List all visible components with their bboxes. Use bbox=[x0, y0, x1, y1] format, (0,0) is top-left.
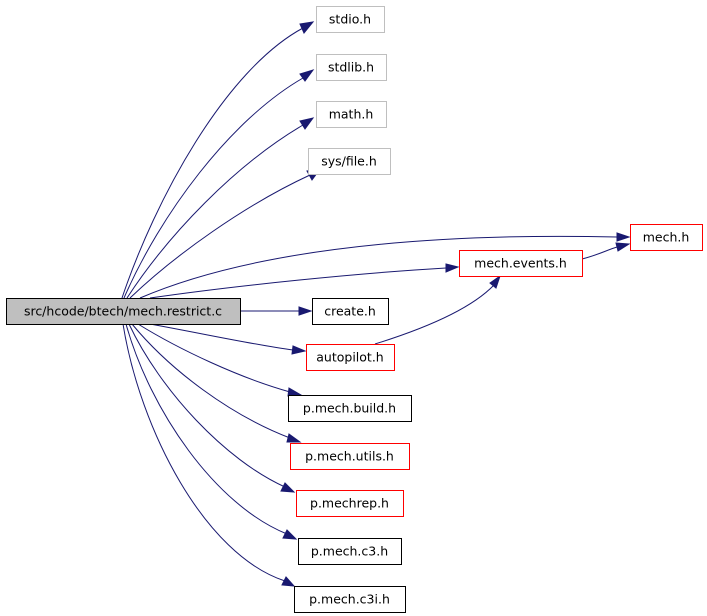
edge-root-to-stdlib bbox=[123, 69, 315, 299]
node-box bbox=[298, 538, 402, 565]
edge-root-to-stdio bbox=[121, 21, 315, 299]
node-label: mech.h bbox=[643, 230, 690, 245]
edge-root-to-create bbox=[240, 306, 313, 316]
arrowhead-icon bbox=[615, 242, 631, 252]
node-create[interactable]: create.h bbox=[312, 298, 389, 325]
node-mechevents[interactable]: mech.events.h bbox=[459, 250, 583, 277]
node-box bbox=[6, 298, 241, 325]
node-label: mech.events.h bbox=[474, 256, 567, 271]
edge-line bbox=[149, 323, 294, 351]
node-box bbox=[306, 344, 395, 371]
node-label: p.mech.c3.h bbox=[311, 544, 388, 559]
node-math[interactable]: math.h bbox=[316, 101, 387, 128]
edge-root-to-autopilot bbox=[149, 323, 307, 355]
node-box bbox=[290, 443, 410, 470]
arrowhead-icon bbox=[287, 387, 303, 397]
edge-line bbox=[123, 77, 304, 299]
node-box bbox=[316, 54, 387, 81]
node-label: src/hcode/btech/mech.restrict.c bbox=[24, 304, 222, 319]
edge-line bbox=[129, 174, 311, 299]
node-label: math.h bbox=[329, 107, 374, 122]
edge-line bbox=[122, 323, 286, 582]
edge-root-to-mech bbox=[139, 232, 631, 299]
node-label: p.mech.build.h bbox=[303, 401, 396, 416]
arrowhead-icon bbox=[298, 306, 313, 316]
node-label: autopilot.h bbox=[316, 350, 383, 365]
node-pmechc3i[interactable]: p.mech.c3i.h bbox=[294, 586, 406, 613]
node-pmechc3[interactable]: p.mech.c3.h bbox=[298, 538, 402, 565]
edge-root-to-pmechutils bbox=[131, 323, 302, 443]
node-box bbox=[459, 250, 583, 277]
node-sysfile[interactable]: sys/file.h bbox=[308, 148, 391, 175]
arrowhead-icon bbox=[299, 21, 315, 34]
node-pmechutils[interactable]: p.mech.utils.h bbox=[290, 443, 410, 470]
node-label: stdio.h bbox=[329, 12, 371, 27]
node-label: create.h bbox=[324, 304, 376, 319]
edge-line bbox=[131, 323, 291, 439]
edge-line bbox=[125, 323, 288, 535]
node-root[interactable]: src/hcode/btech/mech.restrict.c bbox=[6, 298, 241, 325]
node-mech[interactable]: mech.h bbox=[630, 224, 703, 251]
node-label: p.mech.c3i.h bbox=[309, 592, 390, 607]
edge-line bbox=[121, 27, 304, 299]
node-box bbox=[312, 298, 389, 325]
node-box bbox=[294, 586, 406, 613]
edge-root-to-mechevents bbox=[149, 263, 460, 299]
node-stdlib[interactable]: stdlib.h bbox=[316, 54, 387, 81]
arrowhead-icon bbox=[489, 274, 501, 289]
edge-autopilot-to-mechevents bbox=[374, 274, 501, 345]
edge-root-to-pmechbuild bbox=[137, 323, 303, 397]
arrowhead-icon bbox=[299, 69, 315, 82]
node-box bbox=[296, 490, 404, 517]
node-label: p.mech.utils.h bbox=[305, 449, 394, 464]
node-box bbox=[316, 101, 387, 128]
node-label: p.mechrep.h bbox=[310, 496, 389, 511]
node-box bbox=[308, 148, 391, 175]
node-pmechbuild[interactable]: p.mech.build.h bbox=[288, 395, 412, 422]
node-box bbox=[630, 224, 703, 251]
edge-line bbox=[128, 323, 286, 488]
edge-line bbox=[139, 235, 618, 299]
node-pmechrep[interactable]: p.mechrep.h bbox=[296, 490, 404, 517]
edge-line bbox=[374, 284, 495, 345]
node-box bbox=[316, 6, 385, 33]
edge-root-to-math bbox=[126, 117, 315, 299]
node-autopilot[interactable]: autopilot.h bbox=[306, 344, 395, 371]
arrowhead-icon bbox=[282, 529, 298, 540]
node-label: stdlib.h bbox=[328, 60, 374, 75]
edge-line bbox=[149, 267, 447, 299]
arrowhead-icon bbox=[616, 232, 631, 242]
arrowhead-icon bbox=[280, 482, 296, 493]
arrowhead-icon bbox=[286, 433, 302, 443]
arrowhead-icon bbox=[291, 345, 307, 355]
arrowhead-icon bbox=[445, 263, 460, 273]
node-label: sys/file.h bbox=[321, 154, 377, 169]
edge-line bbox=[581, 246, 618, 260]
node-stdio[interactable]: stdio.h bbox=[316, 6, 385, 33]
arrowhead-icon bbox=[281, 576, 296, 587]
edge-root-to-sysfile bbox=[129, 168, 322, 299]
node-box bbox=[288, 395, 412, 422]
edge-mechevents-to-mech bbox=[581, 242, 631, 260]
nodes-layer: src/hcode/btech/mech.restrict.c stdio.h st… bbox=[6, 6, 703, 613]
edge-line bbox=[137, 323, 291, 393]
edge-root-to-pmechrep bbox=[128, 323, 296, 493]
arrowhead-icon bbox=[299, 117, 315, 130]
edge-root-to-pmechc3i bbox=[122, 323, 296, 587]
edge-root-to-pmechc3 bbox=[125, 323, 298, 540]
edge-line bbox=[126, 124, 304, 299]
